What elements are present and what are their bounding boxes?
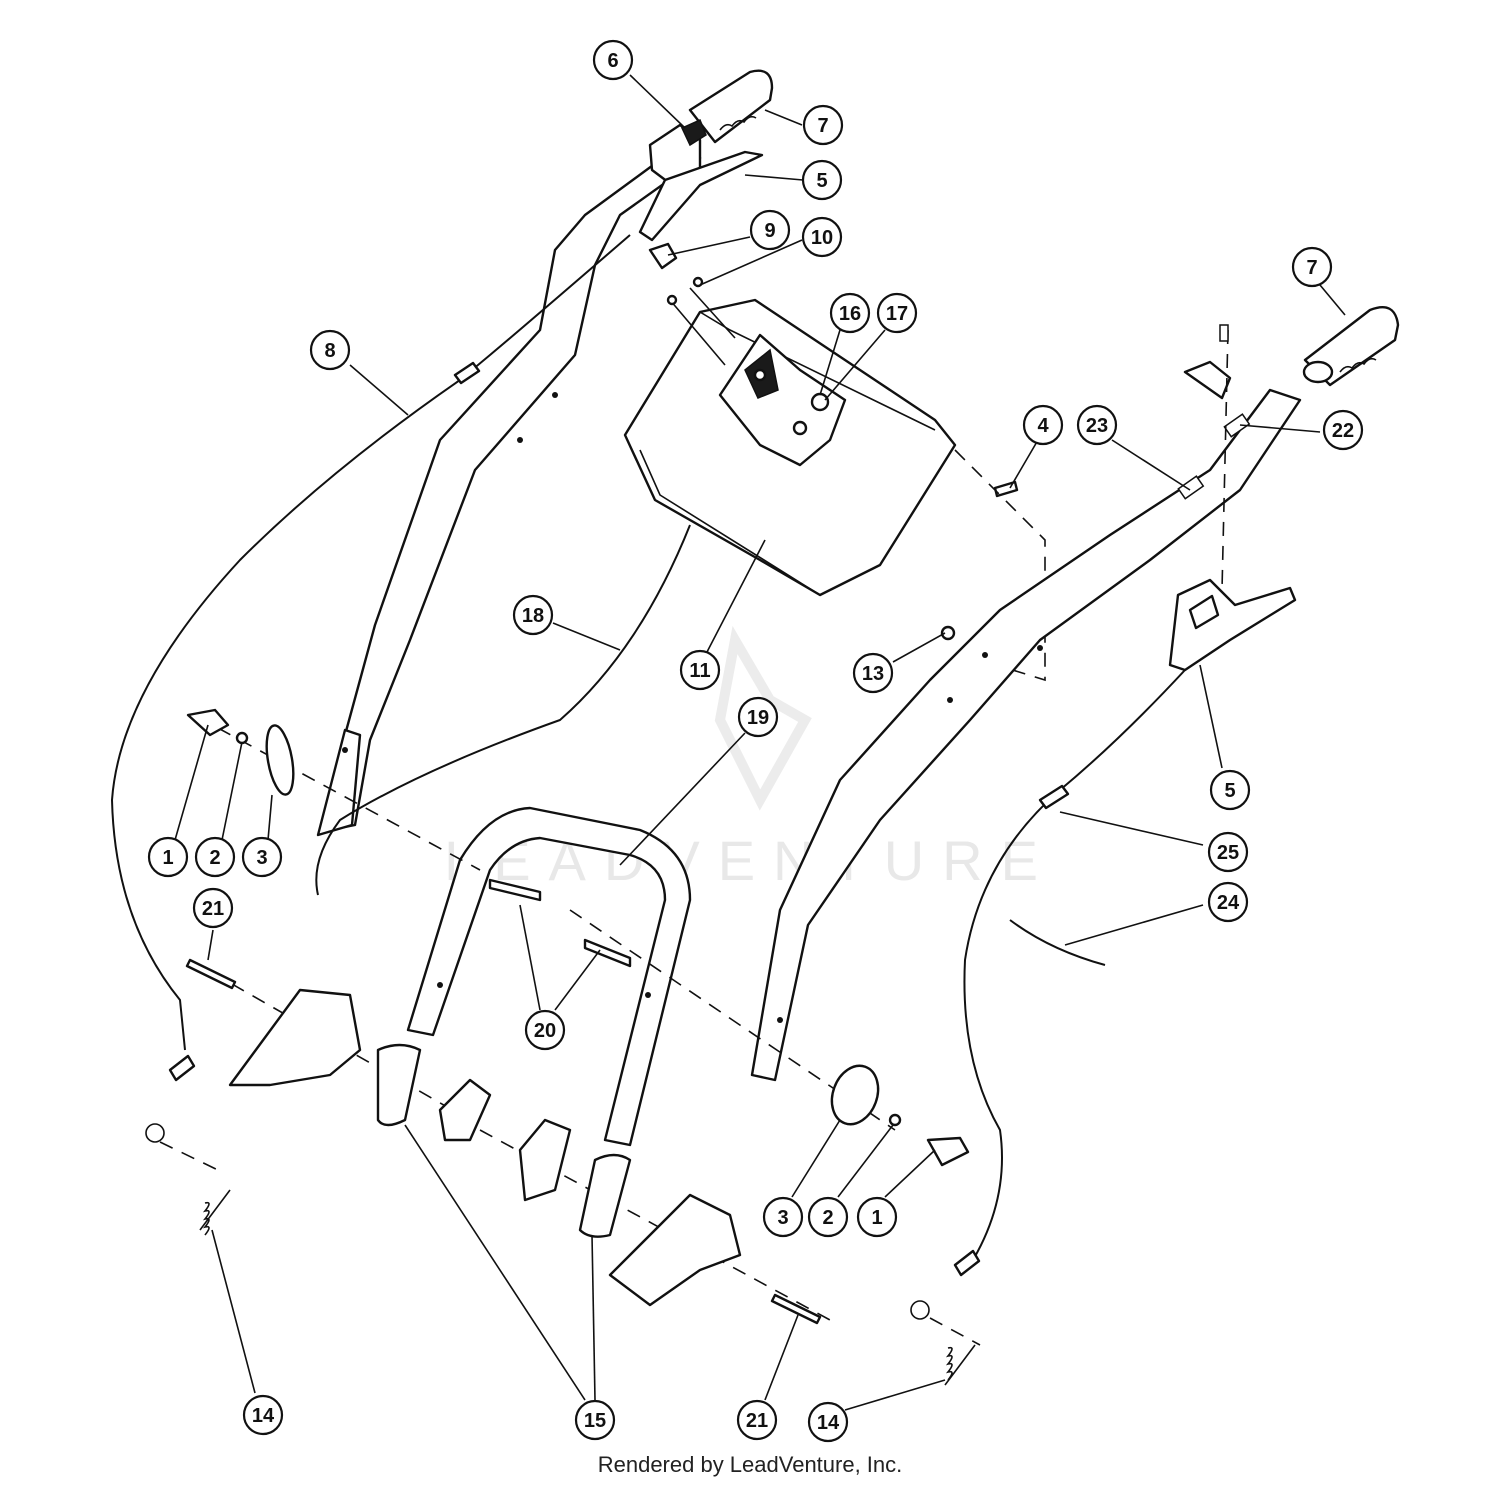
- knob-right: [926, 1136, 970, 1167]
- right-grip: [1302, 305, 1400, 387]
- right-upper-handle: [750, 388, 1302, 1082]
- callout-13: 13: [852, 652, 894, 694]
- callout-5b: 5: [1209, 769, 1251, 811]
- svg-text:2: 2: [822, 1207, 833, 1229]
- svg-text:18: 18: [522, 605, 544, 627]
- right-clamp-cap: [1183, 360, 1232, 400]
- callout-18: 18: [512, 594, 554, 636]
- callout-24: 24: [1207, 881, 1249, 923]
- control-panel: [623, 298, 957, 597]
- svg-text:5: 5: [816, 170, 827, 192]
- callout-6: 6: [592, 39, 634, 81]
- svg-text:23: 23: [1086, 415, 1108, 437]
- knob-left: [186, 708, 230, 737]
- callout-25: 25: [1207, 831, 1249, 873]
- callout-7a: 7: [802, 104, 844, 146]
- spring-14a: [199, 1189, 231, 1236]
- svg-text:14: 14: [252, 1405, 275, 1427]
- svg-text:20: 20: [534, 1020, 556, 1042]
- cable-clip: [648, 242, 678, 270]
- svg-text:5: 5: [1224, 780, 1235, 802]
- svg-text:9: 9: [764, 220, 775, 242]
- svg-text:4: 4: [1037, 415, 1049, 437]
- callout-11: 11: [679, 649, 721, 691]
- left-lever: [638, 150, 764, 242]
- plate-left: [265, 724, 295, 796]
- left-grip: [688, 69, 774, 144]
- left-control-cable: [110, 234, 631, 1051]
- sleeve-15b: [578, 1153, 632, 1238]
- svg-text:3: 3: [256, 847, 267, 869]
- svg-text:15: 15: [584, 1410, 606, 1432]
- svg-text:13: 13: [862, 663, 884, 685]
- svg-text:6: 6: [607, 50, 618, 72]
- svg-text:2: 2: [209, 847, 220, 869]
- callout-4: 4: [1022, 404, 1064, 446]
- bolt-20a: [488, 878, 542, 902]
- callout-21b: 21: [736, 1399, 778, 1441]
- svg-text:25: 25: [1217, 842, 1239, 864]
- sleeve-15a: [376, 1043, 422, 1127]
- svg-text:21: 21: [202, 898, 224, 920]
- svg-text:22: 22: [1332, 420, 1354, 442]
- svg-text:7: 7: [817, 115, 828, 137]
- callout-14a: 14: [242, 1394, 284, 1436]
- callout-3b: 3: [762, 1196, 804, 1238]
- svg-text:19: 19: [747, 707, 769, 729]
- callout-21a: 21: [192, 887, 234, 929]
- callout-3a: 3: [241, 836, 283, 878]
- leader-lines: [174, 74, 1346, 1411]
- svg-text:17: 17: [886, 303, 908, 325]
- callout-5a: 5: [801, 159, 843, 201]
- bracket-right: [608, 1193, 742, 1307]
- shift-cable: [315, 524, 691, 896]
- svg-text:16: 16: [839, 303, 861, 325]
- callout-2b: 2: [807, 1196, 849, 1238]
- cable-tie: [1009, 919, 1106, 966]
- svg-text:1: 1: [162, 847, 173, 869]
- plate-right: [830, 1064, 880, 1126]
- callout-16: 16: [829, 292, 871, 334]
- left-upper-handle: [316, 138, 702, 837]
- svg-text:24: 24: [1217, 892, 1240, 914]
- callout-10: 10: [801, 216, 843, 258]
- right-control-cable: [963, 669, 1186, 1266]
- bolt-21b: [770, 1293, 822, 1325]
- svg-text:14: 14: [817, 1412, 840, 1434]
- bolt-20b: [583, 938, 632, 968]
- cable-adjuster: [453, 361, 481, 385]
- callout-1b: 1: [856, 1196, 898, 1238]
- svg-text:8: 8: [324, 340, 335, 362]
- callout-7b: 7: [1291, 246, 1333, 288]
- lower-handle: [406, 806, 692, 1147]
- bolt-21a: [185, 958, 237, 990]
- left-clamp: [648, 118, 707, 187]
- callout-19: 19: [737, 696, 779, 738]
- callout-23: 23: [1076, 404, 1118, 446]
- callout-1a: 1: [147, 836, 189, 878]
- callout-17: 17: [876, 292, 918, 334]
- svg-text:1: 1: [871, 1207, 882, 1229]
- callout-2a: 2: [194, 836, 236, 878]
- svg-text:3: 3: [777, 1207, 788, 1229]
- svg-text:7: 7: [1306, 257, 1317, 279]
- callout-9: 9: [749, 209, 791, 251]
- bracket-left: [228, 988, 362, 1087]
- washer-13: [940, 625, 956, 641]
- svg-text:11: 11: [689, 660, 710, 682]
- callout-14b: 14: [807, 1401, 849, 1443]
- svg-text:10: 10: [811, 227, 833, 249]
- callout-22: 22: [1322, 409, 1364, 451]
- footer-credit: Rendered by LeadVenture, Inc.: [597, 1452, 903, 1477]
- svg-text:21: 21: [746, 1410, 768, 1432]
- callout-15: 15: [574, 1399, 616, 1441]
- right-lever: [1168, 578, 1297, 672]
- callout-8: 8: [309, 329, 351, 371]
- spring-14b: [944, 1344, 976, 1386]
- callout-20: 20: [524, 1009, 566, 1051]
